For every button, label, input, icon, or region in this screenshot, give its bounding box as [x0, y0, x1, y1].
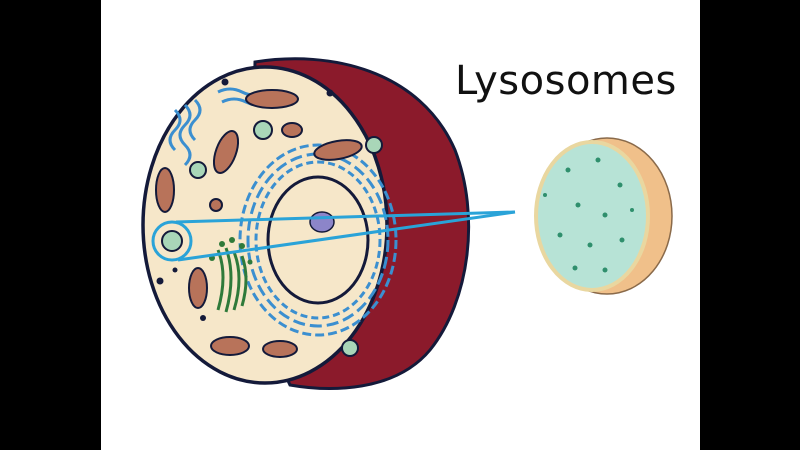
diagram-title: Lysosomes — [455, 58, 677, 104]
magnified-lysosome — [534, 137, 673, 295]
mitochondria — [155, 89, 363, 358]
lysosome-in-cell — [161, 230, 183, 252]
lysosome-enzyme-dots — [543, 157, 634, 273]
nucleolus — [309, 211, 335, 233]
membrane-dots — [156, 78, 334, 321]
endoplasmic-reticulum — [168, 87, 398, 337]
vesicles — [189, 120, 383, 357]
magnification-pointer — [151, 210, 516, 262]
